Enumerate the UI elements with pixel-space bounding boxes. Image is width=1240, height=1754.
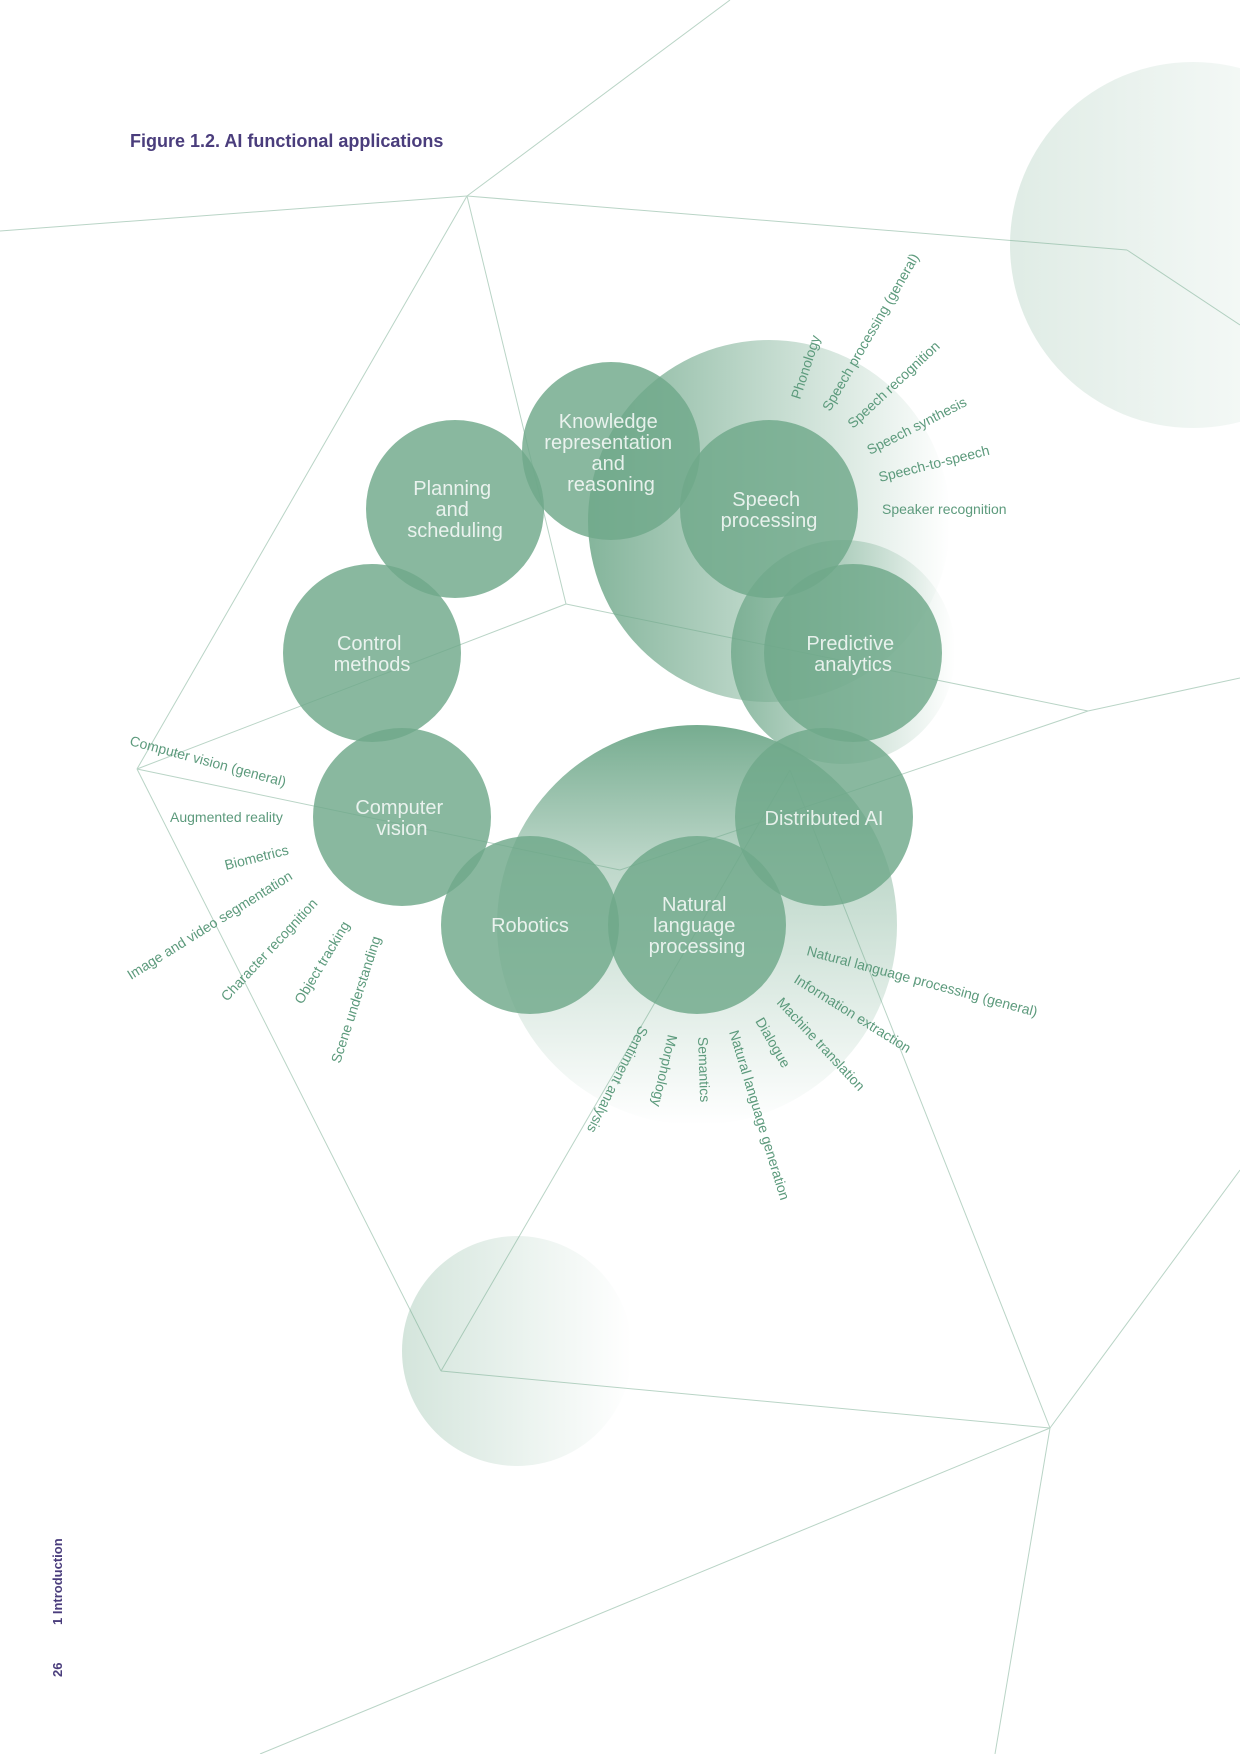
- svg-text:Distributed AI: Distributed AI: [765, 808, 884, 830]
- node-distributed: Distributed AI: [735, 728, 913, 906]
- node-knowledge-line-3: and: [592, 453, 625, 475]
- leaf-object-tracking: Object tracking: [291, 918, 353, 1006]
- page-number: 26: [50, 1663, 65, 1677]
- node-vision-line-2: vision: [376, 818, 427, 840]
- node-control-line-1: Control: [337, 633, 401, 655]
- node-control: Control methods: [283, 564, 461, 742]
- svg-text:Robotics: Robotics: [491, 915, 569, 937]
- nodes: Knowledge representation and reasoning P…: [283, 362, 942, 1014]
- svg-text:Computer vision: Computer vision: [355, 797, 448, 840]
- svg-text:Speech processing: Speech processing: [721, 489, 818, 532]
- leaf-semantics: Semantics: [695, 1037, 713, 1103]
- node-knowledge-line-1: Knowledge: [559, 411, 658, 433]
- leaf-computer-vision-general: Computer vision (general): [128, 732, 288, 789]
- bottom-halo: [402, 1236, 632, 1466]
- node-planning-line-1: Planning: [413, 478, 491, 500]
- node-distributed-line-1: Distributed AI: [765, 808, 884, 830]
- leaf-augmented-reality: Augmented reality: [170, 809, 283, 825]
- svg-text:Control methods: Control methods: [334, 633, 411, 676]
- node-predictive-line-2: analytics: [814, 654, 892, 676]
- corner-halo: [1010, 62, 1240, 428]
- node-knowledge: Knowledge representation and reasoning: [522, 362, 700, 540]
- node-speech-line-2: processing: [721, 510, 818, 532]
- node-nlp-line-1: Natural: [662, 894, 726, 916]
- node-vision: Computer vision: [313, 728, 491, 906]
- page-footer: 26 1 Introduction: [50, 1538, 65, 1677]
- leaf-image-video-segmentation: Image and video segmentation: [124, 868, 295, 983]
- node-planning-line-3: scheduling: [407, 520, 503, 542]
- section-label: 1 Introduction: [50, 1538, 65, 1625]
- svg-text:Knowledge representa: Knowledge representation and reasoning: [544, 411, 677, 496]
- node-predictive-line-1: Predictive: [806, 633, 894, 655]
- figure-title: Figure 1.2. AI functional applications: [130, 131, 444, 151]
- svg-text:Planning and: Planning and scheduling: [407, 478, 503, 542]
- node-predictive: Predictive analytics: [764, 564, 942, 742]
- node-vision-line-1: Computer: [355, 797, 443, 819]
- node-nlp-line-2: language: [653, 915, 735, 937]
- leaf-speaker-recognition: Speaker recognition: [882, 501, 1007, 517]
- node-nlp-line-3: processing: [649, 936, 746, 958]
- leaf-biometrics: Biometrics: [223, 842, 290, 873]
- node-control-line-2: methods: [334, 654, 411, 676]
- node-robotics-line-1: Robotics: [491, 915, 569, 937]
- svg-text:Predictive analytics: Predictive analytics: [806, 633, 899, 676]
- node-knowledge-line-2: representation: [544, 432, 672, 454]
- node-speech: Speech processing: [680, 420, 858, 598]
- node-planning-line-2: and: [436, 499, 469, 521]
- node-robotics: Robotics: [441, 836, 619, 1014]
- node-speech-line-1: Speech: [732, 489, 800, 511]
- node-knowledge-line-4: reasoning: [567, 474, 655, 496]
- svg-text:Natural language: Natural language processing: [649, 894, 746, 958]
- node-planning: Planning and scheduling: [366, 420, 544, 598]
- node-nlp: Natural language processing: [608, 836, 786, 1014]
